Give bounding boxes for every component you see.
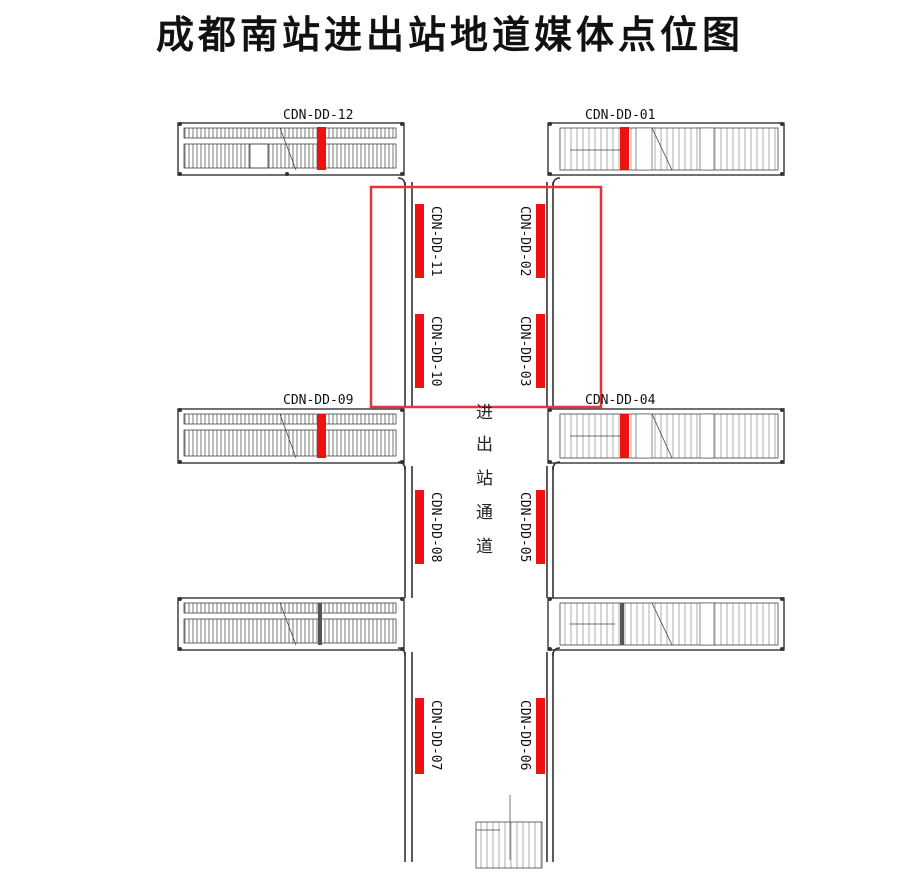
media-mark-02 [536, 204, 545, 278]
point-label-05: CDN-DD-05 [517, 492, 532, 562]
corridor-label-char: 进 [476, 403, 493, 423]
media-mark-09 [317, 414, 326, 458]
stair-block-top-left [177, 122, 405, 176]
point-label-01: CDN-DD-01 [585, 108, 655, 123]
point-label-09: CDN-DD-09 [283, 393, 353, 408]
media-mark-10 [415, 314, 424, 388]
media-mark-11 [415, 204, 424, 278]
point-label-04: CDN-DD-04 [585, 393, 656, 408]
media-mark-04 [620, 414, 629, 458]
corridor-walls [397, 177, 561, 862]
media-mark-07 [415, 698, 424, 774]
stair-block-lower-left [177, 597, 405, 651]
media-mark-12 [317, 127, 326, 170]
media-mark-08 [415, 490, 424, 564]
stair-block-middle-right [547, 408, 785, 464]
highlight-box [369, 185, 603, 409]
point-label-07: CDN-DD-07 [428, 700, 443, 770]
corridor-label-char: 站 [476, 469, 493, 489]
stair-block-lower-right [547, 597, 785, 651]
point-label-11: CDN-DD-11 [428, 206, 443, 276]
media-mark-06 [536, 698, 545, 774]
point-label-10: CDN-DD-10 [428, 316, 443, 386]
stair-block-top-right [547, 122, 785, 176]
point-label-03: CDN-DD-03 [517, 316, 532, 386]
corridor-label-char: 道 [476, 537, 493, 557]
page-title: 成都南站进出站地道媒体点位图 [155, 12, 744, 57]
stair-fragment-bottom [475, 795, 543, 869]
media-mark-01 [620, 127, 629, 170]
corridor-label-char: 出 [476, 435, 493, 455]
stair-block-middle-left [177, 408, 405, 464]
corridor-label-char: 通 [476, 503, 493, 523]
media-mark-05 [536, 490, 545, 564]
point-label-08: CDN-DD-08 [428, 492, 443, 562]
point-label-02: CDN-DD-02 [517, 206, 532, 276]
point-label-06: CDN-DD-06 [517, 700, 532, 770]
media-mark-03 [536, 314, 545, 388]
corridor-label: 进 出 站 通 道 [476, 403, 493, 557]
point-label-12: CDN-DD-12 [283, 108, 353, 123]
